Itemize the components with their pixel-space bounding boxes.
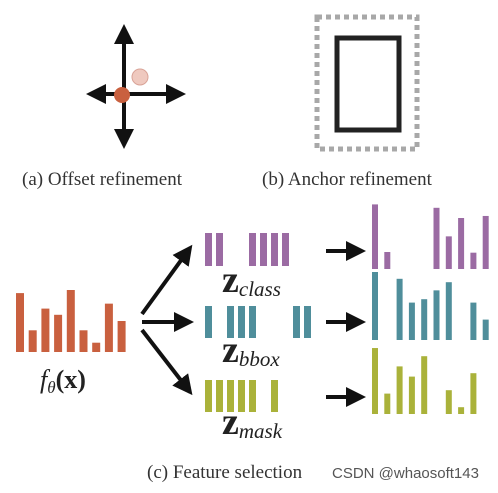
output-bar-class (458, 218, 465, 269)
selected-bar-mask (227, 380, 234, 412)
z-class-label: zclass (222, 259, 281, 301)
selected-bar-bbox (205, 306, 212, 338)
selected-bar-bbox (304, 306, 311, 338)
selected-bars-bbox (205, 306, 311, 338)
output-bar-mask (372, 348, 378, 414)
selected-bar-mask (216, 380, 223, 412)
output-bars-class (372, 204, 489, 269)
offset-ghost-dot (131, 68, 149, 86)
output-bar-class (372, 204, 378, 269)
output-bars-mask (372, 348, 477, 414)
selected-bar-class (271, 233, 278, 266)
output-bar-bbox (372, 272, 378, 340)
selected-bar-mask (238, 380, 245, 412)
z-mask-subscript: mask (239, 419, 283, 443)
z-mask-z: z (222, 401, 239, 443)
theta-subscript: θ (47, 378, 55, 397)
anchor-refinement-panel: (b) Anchor refinement (262, 14, 433, 190)
input-bar (28, 330, 37, 352)
input-bar (66, 290, 75, 352)
caption-feature: (c) Feature selection (147, 462, 303, 483)
output-bar-mask (470, 373, 477, 414)
input-bar (54, 314, 63, 352)
z-class-subscript: class (239, 277, 281, 301)
output-bar-class (482, 215, 489, 269)
output-bar-class (470, 252, 477, 269)
selected-bar-class (249, 233, 256, 266)
input-bar (79, 330, 88, 352)
selected-bar-class (282, 233, 289, 266)
output-bar-bbox (482, 319, 489, 340)
output-bar-class (433, 207, 440, 269)
selected-bar-mask (205, 380, 212, 412)
caption-anchor: (b) Anchor refinement (262, 169, 433, 190)
output-bar-bbox (396, 278, 403, 340)
feature-selection-panel: fθ(x) zclass zbbox zmask (c) Feature sel… (16, 204, 489, 483)
output-bar-bbox (421, 299, 428, 340)
selected-bar-class (216, 233, 223, 266)
offset-refinement-panel: (a) Offset refinement (22, 24, 186, 190)
caption-offset: (a) Offset refinement (22, 169, 183, 190)
input-bar (104, 303, 113, 352)
z-bbox-label: zbbox (222, 329, 280, 371)
f-symbol: f (40, 365, 51, 394)
offset-center-dot (114, 87, 130, 103)
output-bar-class (445, 236, 452, 269)
selected-bars-mask (205, 380, 278, 412)
output-bar-bbox (445, 282, 452, 340)
input-bar (117, 321, 126, 352)
output-bar-bbox (408, 302, 415, 340)
selected-bar-bbox (227, 306, 234, 338)
anchor-dotted-box (314, 14, 420, 152)
output-bar-mask (458, 407, 465, 414)
output-bar-mask (421, 356, 428, 414)
output-bar-class (384, 252, 391, 269)
input-bar (92, 342, 101, 352)
selected-bar-mask (249, 380, 256, 412)
z-bbox-z: z (222, 329, 239, 371)
f-theta-x-label: fθ(x) (40, 365, 86, 397)
input-bar (41, 308, 50, 352)
output-bar-mask (384, 393, 391, 414)
selected-bar-class (260, 233, 267, 266)
branch-arrow-mask (140, 328, 193, 396)
selected-bars-class (205, 233, 289, 266)
output-bar-bbox (470, 302, 477, 340)
input-feature-bars (16, 290, 126, 352)
z-class-z: z (222, 259, 239, 301)
watermark: CSDN @whaosoft143 (332, 465, 479, 482)
output-bar-bbox (433, 290, 440, 340)
output-bar-mask (396, 366, 403, 414)
z-bbox-subscript: bbox (239, 347, 281, 371)
output-bars-bbox (372, 272, 489, 340)
input-bar (16, 293, 24, 352)
anchor-inner-box (334, 35, 402, 133)
selected-bar-class (205, 233, 212, 266)
output-bar-mask (408, 376, 415, 414)
x-argument: (x) (56, 365, 86, 394)
z-mask-label: zmask (222, 401, 283, 443)
branch-arrow-class (140, 244, 193, 316)
selected-bar-bbox (293, 306, 300, 338)
selected-bar-bbox (249, 306, 256, 338)
output-bar-mask (445, 390, 452, 414)
selected-bar-mask (271, 380, 278, 412)
selected-bar-bbox (238, 306, 245, 338)
